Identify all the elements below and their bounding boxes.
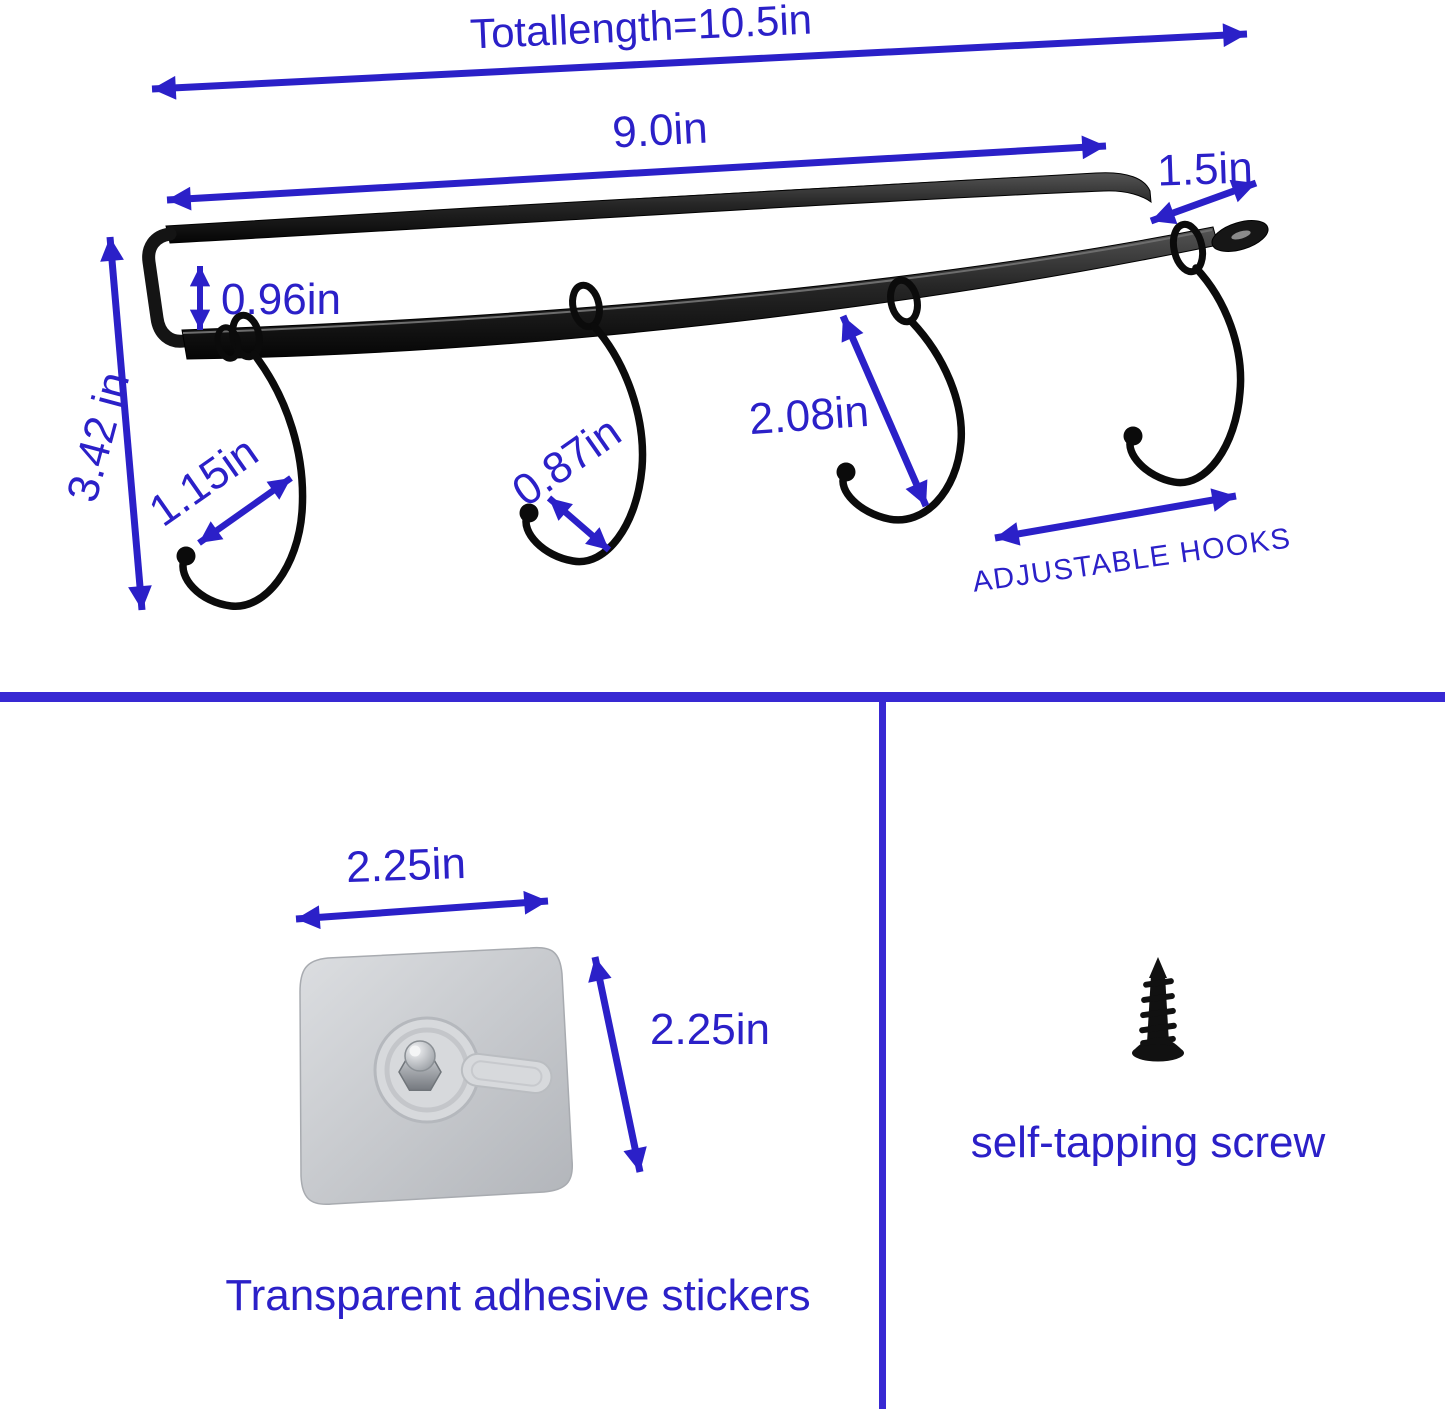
hook-2-ball (519, 503, 539, 523)
screw-thread-1 (1143, 978, 1174, 988)
screw-tip (1149, 957, 1167, 978)
sticker-arrows (295, 890, 647, 1173)
adhesive-sticker-graphic (299, 946, 574, 1206)
hook-small-arrow (197, 475, 293, 546)
dimension-arrows (100, 23, 1258, 611)
bar-length-arrow (166, 135, 1107, 211)
bar-length-label: 9.0in (611, 103, 709, 158)
hook-1-coil (214, 324, 242, 362)
screw-thread-3 (1140, 1007, 1176, 1019)
sticker-caption: Transparent adhesive stickers (225, 1271, 811, 1320)
sticker-arm (460, 1052, 553, 1095)
screw-thread-4 (1139, 1022, 1177, 1034)
rack-bottom-bar-highlight (182, 229, 1213, 334)
screw-graphic (1132, 957, 1184, 1062)
gap-height-label: 0.96in (221, 275, 341, 324)
hook-2-wire (522, 322, 647, 566)
sticker-screw-shine (409, 1045, 421, 1057)
screw-caption: self-tapping screw (970, 1118, 1326, 1167)
sticker-screw-cap (404, 1040, 436, 1072)
sticker-width-label: 2.25in (345, 838, 467, 893)
sticker-height-arrow (588, 956, 647, 1173)
hook-4-ball (1123, 426, 1143, 446)
hook-large-label: 2.08in (747, 386, 871, 445)
hook-large-arrow (839, 314, 930, 508)
hook-1 (176, 311, 307, 610)
hook-4-wire (1126, 264, 1245, 487)
adjustable-hooks-arrow (994, 488, 1237, 546)
total-length-arrow (151, 23, 1248, 100)
sticker-arm-inner (470, 1060, 543, 1087)
rack-end-tab-hole (1231, 230, 1251, 240)
sticker-width-arrow (295, 890, 549, 930)
sticker-height-label: 2.25in (650, 1005, 770, 1054)
divider-horizontal (0, 692, 1445, 702)
rack-top-bar (165, 172, 1152, 244)
screw-head-flange (1132, 1044, 1184, 1062)
hook-1-ball (176, 546, 196, 566)
hook-3-ball (836, 462, 856, 482)
divider-vertical (879, 698, 886, 1409)
hook-4-ring (1169, 220, 1207, 276)
screw-thread-2 (1141, 993, 1175, 1003)
hook-4 (1123, 220, 1245, 487)
hook-1-wire (179, 350, 307, 610)
hook-1-ring (229, 311, 263, 361)
end-width-arrow (1149, 179, 1258, 225)
hook-medium-arrow (546, 495, 612, 553)
side-depth-arrow (100, 236, 152, 611)
hook-2 (519, 281, 647, 566)
rack-left-bend (142, 227, 191, 348)
hook-rack-graphic (142, 172, 1269, 610)
end-width-label: 1.5in (1156, 143, 1254, 196)
